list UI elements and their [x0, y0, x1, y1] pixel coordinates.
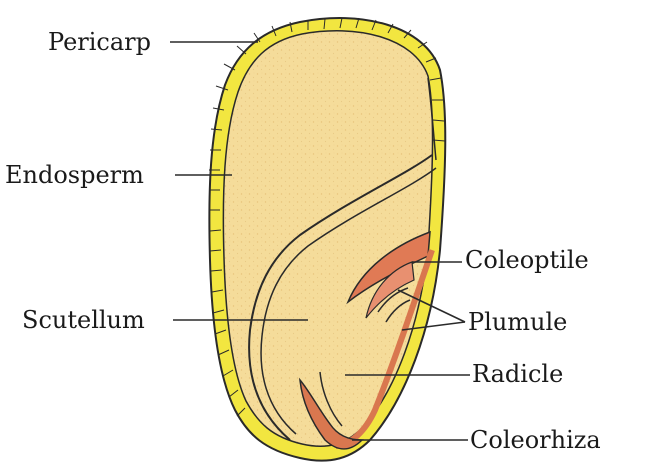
plumule-shape: [365, 261, 415, 319]
label-coleorhiza: Coleorhiza: [470, 426, 601, 454]
scutellum-boundary-inner: [260, 167, 437, 435]
label-radicle: Radicle: [472, 360, 564, 388]
label-plumule: Plumule: [468, 308, 568, 336]
label-pericarp: Pericarp: [48, 28, 152, 56]
scutellum-boundary: [248, 154, 433, 441]
plumule-leaf-1: [377, 287, 409, 313]
plumule-leader-1: [397, 289, 466, 323]
label-scutellum: Scutellum: [22, 306, 145, 334]
leader-lines: [170, 41, 470, 441]
plumule-leader-2: [401, 321, 466, 331]
plumule-leaf-2: [385, 299, 411, 323]
radicle-shape: [319, 371, 343, 427]
endosperm-inner-line: [427, 77, 437, 161]
pericarp-hatching: [209, 17, 446, 417]
label-endosperm: Endosperm: [5, 161, 144, 189]
grain-body: [208, 17, 447, 462]
label-coleoptile: Coleoptile: [465, 246, 589, 274]
